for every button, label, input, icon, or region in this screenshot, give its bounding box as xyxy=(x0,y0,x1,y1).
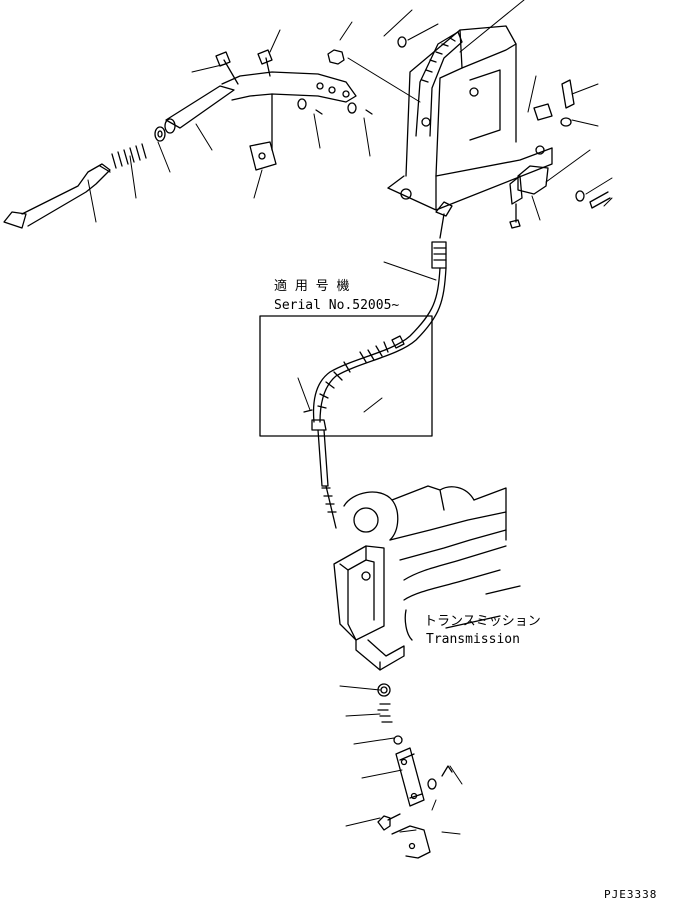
small-washers xyxy=(297,98,373,115)
applicable-serial-jp-label: 適 用 号 機 xyxy=(274,278,349,294)
lower-washer-pin xyxy=(427,765,453,790)
lower-spring xyxy=(377,703,393,723)
figure-code: PJE3338 xyxy=(604,888,657,901)
transmission-jp-label: トランスミッション xyxy=(424,614,541,629)
clevis xyxy=(249,141,277,171)
serial-range-box xyxy=(259,315,433,437)
lower-pin xyxy=(377,813,401,831)
spiral-protector xyxy=(317,341,389,409)
lever-bracket xyxy=(221,71,357,151)
washer-left xyxy=(154,126,166,142)
transmission-en-label: Transmission xyxy=(426,632,520,647)
cable-clamp xyxy=(303,335,405,413)
cable-bracket xyxy=(333,545,405,671)
nut-top xyxy=(327,49,345,65)
leader-lines xyxy=(87,0,613,835)
switch-block xyxy=(509,165,549,229)
mounting-bracket xyxy=(387,25,553,211)
washer-top xyxy=(397,36,407,48)
pin-bolts xyxy=(215,49,273,85)
lower-small-washer xyxy=(393,735,403,745)
bolt-right xyxy=(533,79,575,127)
lever-grip xyxy=(3,163,111,229)
control-cable xyxy=(311,201,453,529)
serial-number-label: Serial No.52005~ xyxy=(274,298,399,313)
bolt-lower-right xyxy=(575,190,611,209)
lower-lever-end xyxy=(391,825,431,859)
spring xyxy=(111,143,147,169)
transmission-housing xyxy=(343,485,521,641)
lever-rod xyxy=(164,85,235,134)
lower-link xyxy=(395,747,425,807)
